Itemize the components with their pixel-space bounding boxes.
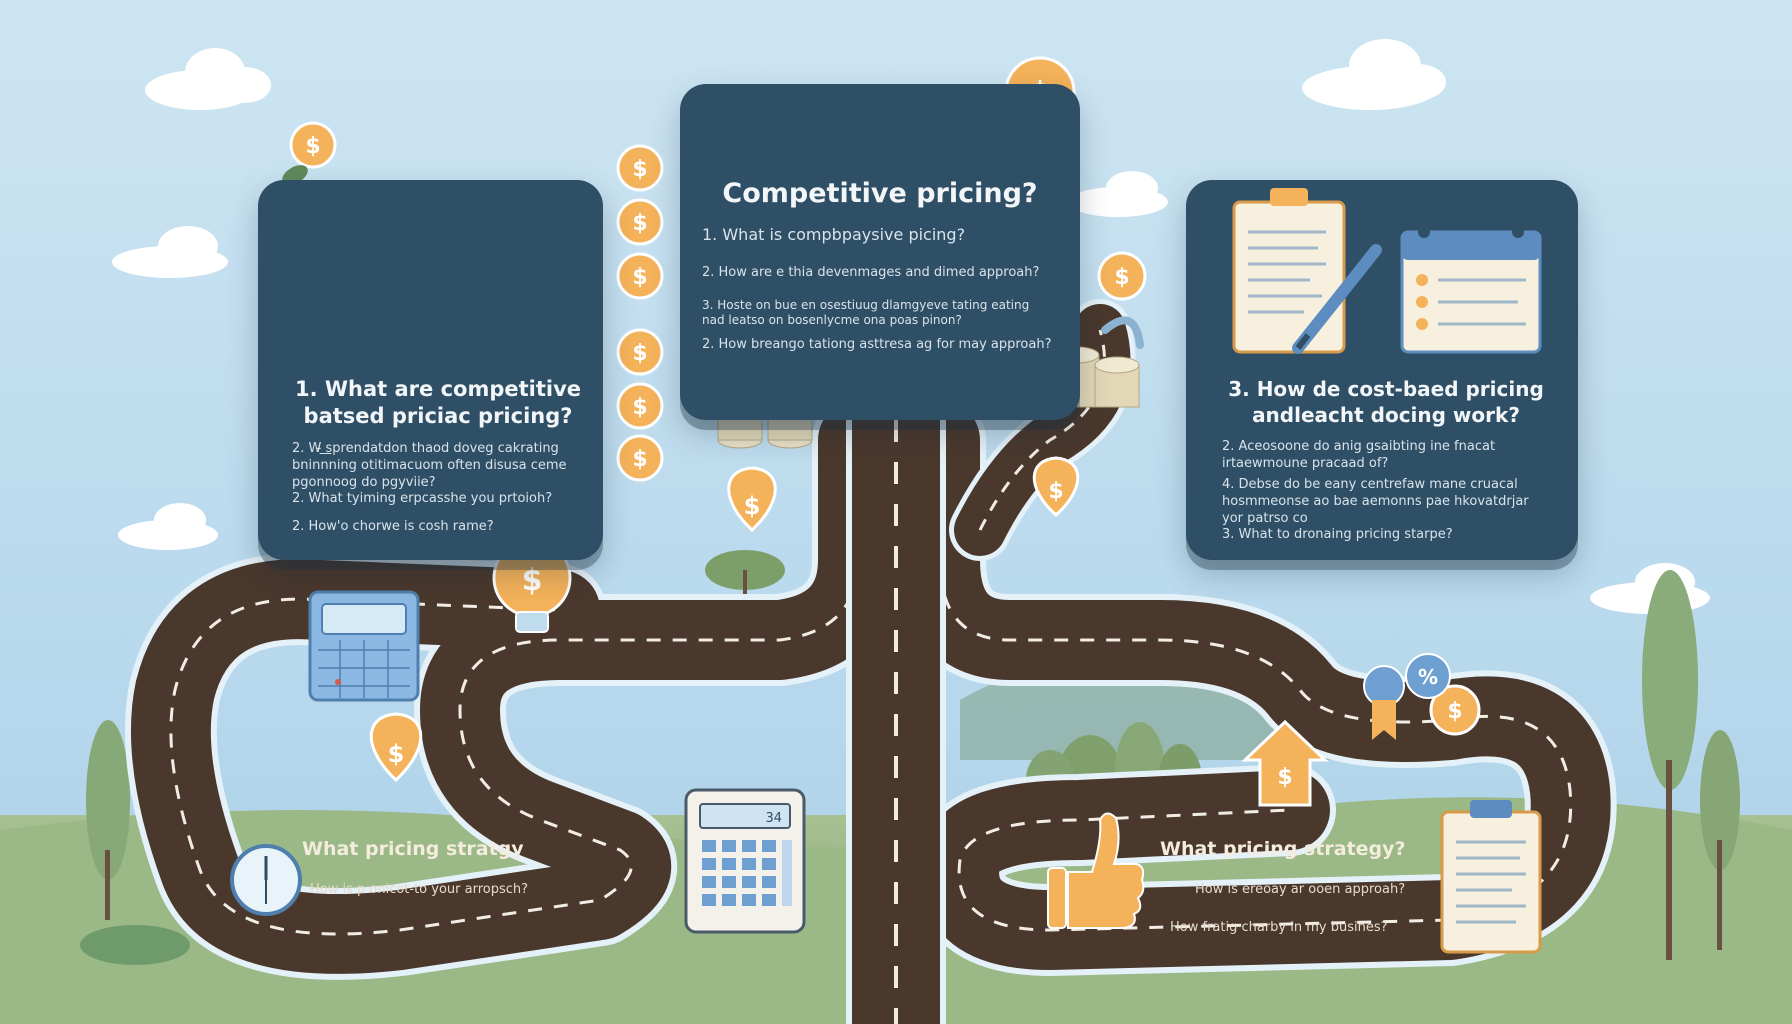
bush (705, 550, 785, 595)
card-center-item: 2. How breango tationg asttresa ag for m… (702, 337, 1052, 352)
clipboard-icon (1232, 188, 1346, 354)
svg-text:$: $ (632, 395, 647, 420)
tree (86, 720, 130, 920)
svg-text:34: 34 (765, 811, 782, 826)
thumbs-up-icon (1047, 812, 1145, 929)
road-right-sub: How fratig charby in my busines? (1170, 920, 1388, 935)
location-pin-icon: $ (1032, 456, 1080, 518)
svg-text:$: $ (1114, 265, 1129, 290)
card-right-illustration (1232, 188, 1542, 354)
svg-text:$: $ (744, 492, 761, 520)
coin-icon: $ (289, 121, 337, 169)
calculator-icon: 34 (684, 788, 806, 934)
svg-text:$: $ (632, 447, 647, 472)
cloud (1302, 39, 1446, 110)
card-left-item: 2. W̵ ͟sprendatdon thaod doveg cakrating… (292, 441, 567, 490)
calendar-icon (1400, 226, 1542, 354)
location-pin-icon: $ (727, 466, 777, 533)
svg-text:$: $ (632, 211, 647, 236)
coin-icon: $ (616, 252, 664, 300)
road-right-sub: How is ereoay ar ooen approah? (1195, 882, 1406, 897)
svg-text:$: $ (632, 341, 647, 366)
svg-text:$: $ (632, 265, 647, 290)
coin-icon: $ (616, 144, 664, 192)
cloud (112, 226, 228, 278)
tree (1700, 730, 1740, 950)
card-right-item: 4. Debse do be eany centrefaw mane cruac… (1222, 477, 1529, 526)
svg-text:$: $ (305, 134, 320, 159)
cloud (1068, 171, 1168, 217)
card-left-item: 2. How'o chorwe is cosh rame? (292, 519, 494, 534)
card-center-item: 1. What is compbpaysive picing? (702, 225, 966, 244)
tree (1642, 570, 1698, 960)
cloud (145, 48, 271, 110)
svg-text:$: $ (632, 157, 647, 182)
card-center-heading: Competitive pricing? (722, 178, 1038, 209)
bush (80, 925, 190, 965)
svg-text:%: % (1418, 665, 1438, 689)
calendar-icon (308, 590, 420, 702)
card-left-item: 2. What tyiming erpcasshe you prtoioh? (292, 491, 553, 506)
svg-text:$: $ (388, 740, 405, 768)
card-left-heading: 1. What are competitive batsed priciac p… (294, 377, 582, 428)
coin-icon: $ (616, 198, 664, 246)
coin-icon: $ (616, 382, 664, 430)
clock-icon (230, 844, 302, 916)
card-right-heading: 3. How de cost-baed pricing andleacht do… (1228, 377, 1544, 427)
cloud (118, 503, 218, 550)
card-center-item: 3. Hoste on bue en osestiuug dlamgyeve t… (702, 298, 1030, 327)
pen-icon (1292, 244, 1382, 354)
coin-icon: $ (1429, 684, 1481, 736)
card-right-item: 2. Aceosoone do anig gsaibting ine fnaca… (1222, 439, 1496, 471)
card-center: Competitive pricing? 1. What is compbpay… (680, 84, 1080, 420)
road-left-label: What pricing stratgy (302, 838, 524, 860)
house-icon: $ (1241, 719, 1329, 807)
svg-text:$: $ (1277, 765, 1292, 790)
svg-text:$: $ (1447, 699, 1462, 724)
coin-icon: $ (1097, 251, 1147, 301)
road-right-label: What pricing strategy? (1160, 838, 1406, 860)
svg-text:$: $ (1048, 479, 1063, 504)
coin-icon: $ (616, 434, 664, 482)
discount-tag-icon: % (1363, 653, 1451, 740)
location-pin-icon: $ (369, 712, 423, 783)
card-left: 1. What are competitive batsed priciac p… (258, 180, 603, 560)
card-right: 3. How de cost-baed pricing andleacht do… (1186, 180, 1578, 560)
svg-text:$: $ (522, 563, 543, 598)
road-left-sub: How is p onicot-to your arropsch? (310, 882, 529, 897)
card-center-item: 2. How are e thia devenmages and dimed a… (702, 265, 1040, 280)
coin-icon: $ (616, 328, 664, 376)
card-right-item: 3. What to dronaing pricing starpe? (1222, 527, 1453, 542)
clipboard-icon (1440, 800, 1542, 954)
